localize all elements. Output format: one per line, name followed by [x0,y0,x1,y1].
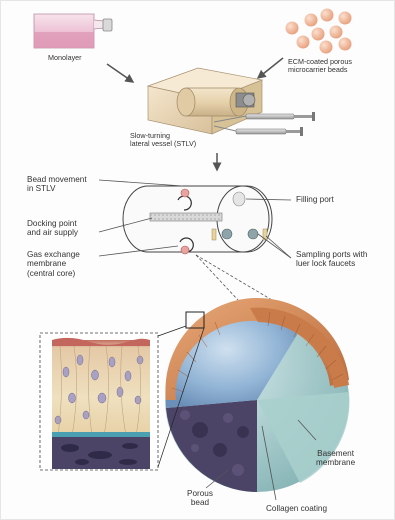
label-porous-bead: Porous bead [187,489,213,508]
sampling-port-icon-2 [248,229,258,239]
arrow-right-to-stlv [258,58,283,78]
sampling-port-icon-1 [222,229,232,239]
label-basement-membrane: Basement membrane [316,449,355,468]
label-gas-exchange: Gas exchange membrane (central core) [27,250,80,278]
arrow-left-to-stlv [107,64,133,82]
microcarrier-beads-icon [286,9,352,54]
bead-icon-top [181,189,189,197]
label-monolayer: Monolayer [48,54,82,62]
label-filling-port: Filling port [296,195,334,204]
label-sampling-ports: Sampling ports with luer lock faucets [296,250,367,269]
stlv-machine [148,68,315,136]
label-ecm-beads: ECM-coated porous microcarrier beads [288,58,352,75]
label-stlv: Slow-turning lateral vessel (STLV) [130,132,196,149]
label-docking-point: Docking point and air supply [27,219,78,238]
label-collagen-coating: Collagen coating [266,504,327,513]
label-bead-movement: Bead movement in STLV [27,175,87,194]
vessel-schematic [123,186,272,252]
flask-icon [34,14,112,48]
bead-icon-bottom [181,246,189,254]
filling-port-icon [233,192,245,206]
